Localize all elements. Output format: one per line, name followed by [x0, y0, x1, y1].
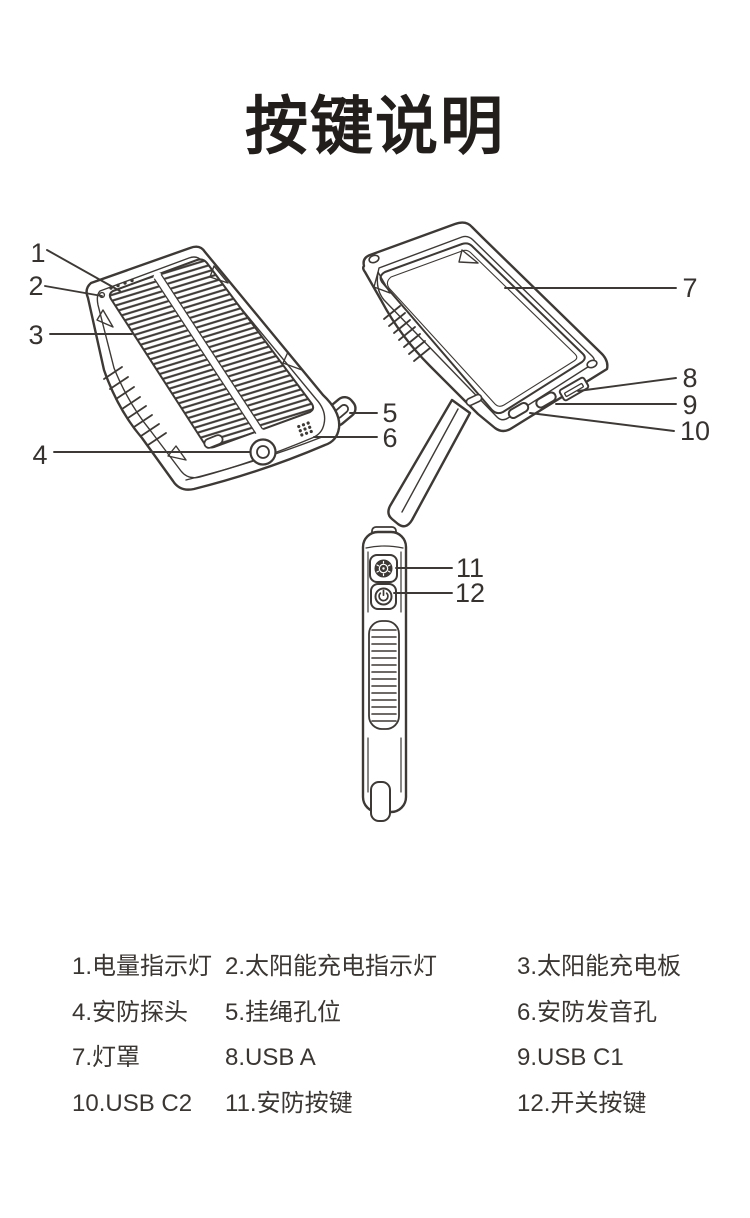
usb-a-port [558, 376, 590, 402]
legend-item-12: 12.开关按键 [517, 1089, 647, 1117]
solar-panel-divider [153, 272, 264, 436]
kickstand [387, 398, 472, 528]
callout-line-1 [46, 249, 121, 292]
back-lamp-view [362, 221, 609, 528]
grip-ribs [103, 366, 167, 446]
callout-number-5: 5 [382, 398, 397, 428]
legend-item-11: 11.安防按键 [225, 1089, 353, 1117]
page-title: 按键说明 [245, 92, 505, 162]
legend-item-3: 3.太阳能充电板 [517, 953, 682, 980]
legend-item-5: 5.挂绳孔位 [225, 998, 342, 1026]
callout-number-12: 12 [455, 578, 485, 608]
corner-triangles [96, 265, 303, 461]
security-camera-lens [249, 438, 277, 466]
corner-triangles [373, 249, 479, 294]
power-button-icon [378, 589, 389, 602]
speaker-holes [297, 421, 313, 437]
callout-number-2: 2 [28, 271, 43, 301]
callout-number-3: 3 [28, 320, 43, 350]
lamp-cover [379, 242, 586, 415]
security-button [369, 554, 398, 583]
callout-number-7: 7 [682, 273, 697, 303]
callout-number-6: 6 [382, 423, 397, 453]
legend-item-8: 8.USB A [225, 1044, 316, 1071]
legend-item-4: 4.安防探头 [72, 998, 189, 1026]
callout-number-10: 10 [680, 416, 710, 446]
callout-number-4: 4 [32, 440, 47, 470]
callout-line-8 [577, 377, 677, 392]
side-contour-lines [365, 545, 404, 793]
bottom-foot [370, 781, 391, 822]
callout-number-9: 9 [682, 390, 697, 420]
callout-number-1: 1 [30, 238, 45, 268]
callout-line-10 [529, 412, 675, 432]
legend-item-1: 1.电量指示灯 [72, 953, 213, 980]
callout-lines [44, 249, 677, 594]
security-button-icon [376, 560, 391, 577]
usb-c1-port [535, 391, 557, 409]
legend-item-10: 10.USB C2 [72, 1089, 193, 1117]
front-solar-view [85, 245, 357, 491]
callout-line-2 [44, 285, 103, 297]
bottom-slot [203, 434, 224, 449]
legend-item-9: 9.USB C1 [517, 1044, 624, 1071]
legend-item-7: 7.灯罩 [72, 1044, 141, 1071]
grip-ribs [383, 305, 431, 362]
callout-number-11: 11 [456, 553, 484, 583]
corner-screws [368, 254, 598, 407]
callout-numbers: 1 2 3 4 5 6 7 8 9 10 11 12 [28, 238, 710, 608]
parts-legend: 1.电量指示灯 2.太阳能充电指示灯 3.太阳能充电板 4.安防探头 5.挂绳孔… [72, 952, 712, 1134]
legend-item-6: 6.安防发音孔 [517, 998, 658, 1026]
power-button [370, 583, 397, 610]
callout-number-8: 8 [682, 363, 697, 393]
side-button-view [361, 526, 408, 822]
battery-led-indicators [109, 278, 134, 290]
usb-c2-port [507, 402, 530, 419]
legend-item-2: 2.太阳能充电指示灯 [225, 953, 438, 980]
side-grip [368, 620, 400, 730]
